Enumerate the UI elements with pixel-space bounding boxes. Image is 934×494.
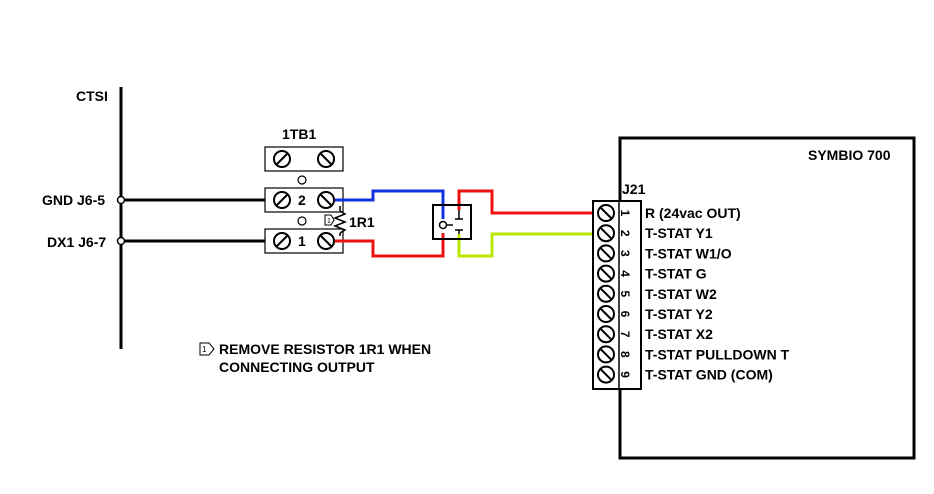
j21-pin-5: 5 T-STAT W2 [597,284,717,303]
connector-j21-label: J21 [622,181,646,197]
svg-text:1: 1 [327,218,331,225]
j21-pin-number: 8 [618,351,632,358]
symbio-controller: SYMBIO 700 J21 1 R (24vac OUT) 2 T-STAT Y1 3… [592,136,916,460]
screw-icon [273,150,291,168]
note-line-2: CONNECTING OUTPUT [219,359,375,375]
j21-pin-2: 2 T-STAT Y1 [597,224,713,243]
wire-yellow [457,232,596,258]
j21-pin-number: 4 [618,270,632,277]
resistor-1r1: 1R1 1 [324,206,375,236]
j21-pin-number: 2 [618,230,632,237]
j21-pin-label: T-STAT Y2 [645,306,713,322]
symbio-title: SYMBIO 700 [808,147,891,163]
wire-red-upper [457,189,596,215]
j21-pin-number: 5 [618,290,632,297]
j21-pin-label: T-STAT W1/O [645,245,732,261]
screw-icon [597,345,615,364]
j21-pin-label: T-STAT Y1 [645,225,713,241]
screw-icon [273,232,291,250]
j21-pin-7: 7 T-STAT X2 [597,325,713,344]
j21-pin-number: 7 [618,331,632,338]
terminal-block-label: 1TB1 [282,126,316,142]
resistor-label: 1R1 [349,214,375,230]
j21-pin-label: R (24vac OUT) [645,205,741,221]
j21-pin-label: T-STAT W2 [645,286,717,302]
j21-pin-4: 4 T-STAT G [597,264,707,283]
screw-icon [597,325,615,344]
ctsi-terminal-gnd-label: GND J6-5 [42,192,105,208]
screw-icon [597,305,615,323]
screw-icon [597,224,615,243]
j21-pin-label: T-STAT X2 [645,326,713,342]
ctsi-label: CTSI [76,88,108,104]
relay-contact [432,204,472,240]
screw-icon [273,191,291,209]
j21-pin-label: T-STAT PULLDOWN T [645,346,790,362]
ctsi-wires [125,198,275,243]
screw-icon [317,232,335,250]
j21-pin-label: T-STAT G [645,266,707,282]
resistor-note: 1 REMOVE RESISTOR 1R1 WHEN CONNECTING OU… [199,341,431,375]
j21-pin-label: T-STAT GND (COM) [645,367,773,383]
wire-blue [335,189,445,219]
ctsi-terminal-dx1-dot [116,236,126,246]
j21-pin-1: 1 R (24vac OUT) [597,204,741,222]
note-line-1: REMOVE RESISTOR 1R1 WHEN [219,341,431,357]
ctsi-terminal-gnd-dot [116,195,126,205]
j21-pin-3: 3 T-STAT W1/O [597,244,732,263]
ctsi-terminal-dx1-label: DX1 J6-7 [47,234,106,250]
screw-icon [597,365,615,384]
ctsi-bus: CTSI GND J6-5 DX1 J6-7 [42,87,126,349]
j21-pin-8: 8 T-STAT PULLDOWN T [597,345,790,364]
screw-icon [317,150,335,168]
screw-icon [597,244,615,263]
note-marker-icon: 1 [199,342,215,356]
j21-pin-number: 9 [618,371,632,378]
screw-icon [597,204,615,222]
j21-pin-number: 3 [618,250,632,257]
j21-pin-6: 6 T-STAT Y2 [597,305,713,323]
screw-icon [317,191,335,209]
terminal-block-1tb1: 1TB1 2 1 [264,126,344,254]
terminal-number-1: 1 [298,233,306,249]
wire-red-lower [335,233,445,258]
screw-icon [597,264,615,283]
j21-pin-number: 6 [618,311,632,318]
terminal-number-2: 2 [298,192,306,208]
j21-pin-number: 1 [618,210,632,217]
j21-pin-9: 9 T-STAT GND (COM) [597,365,773,384]
screw-icon [597,284,615,303]
colored-wires [335,189,596,258]
note-marker-icon: 1 [324,214,335,226]
svg-text:1: 1 [202,345,207,354]
